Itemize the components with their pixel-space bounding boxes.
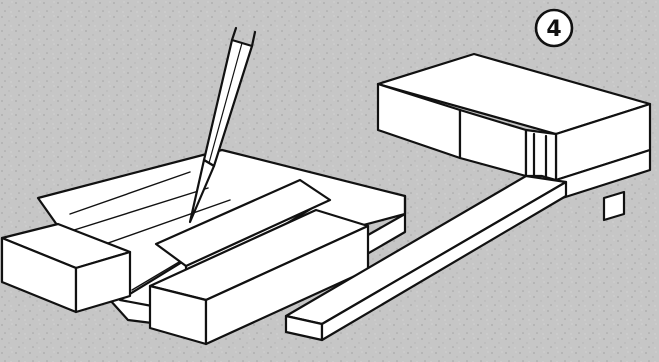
step-number-label: 4 xyxy=(546,17,561,42)
step-number-badge: 4 xyxy=(536,10,572,46)
